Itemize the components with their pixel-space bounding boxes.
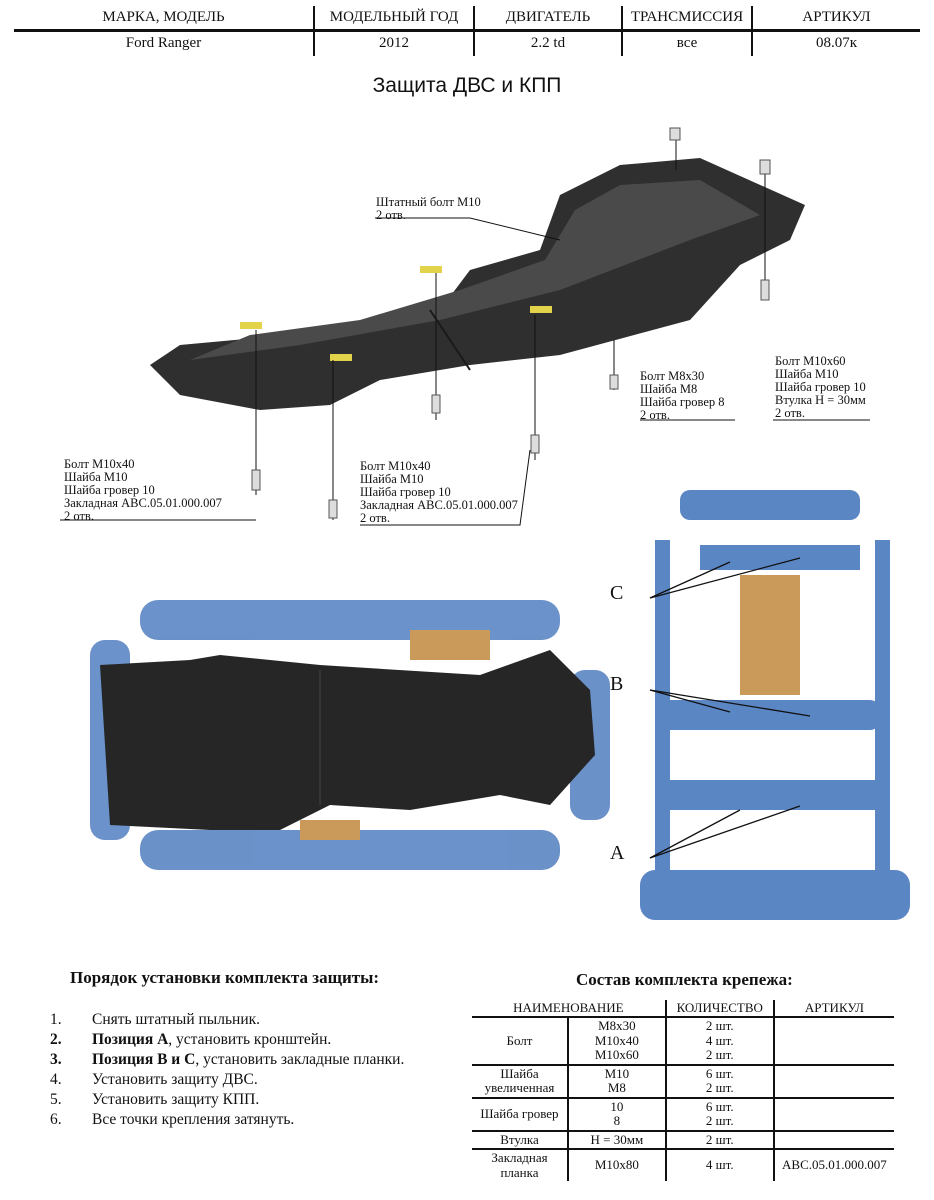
exploded-view-diagram xyxy=(60,127,870,526)
kit-heading: Состав комплекта крепежа: xyxy=(576,970,793,989)
engine-value: 2.2 td xyxy=(473,30,622,56)
step: 5.Установить защиту КПП. xyxy=(50,1091,260,1108)
step: 3.Позиция В и С, установить закладные пл… xyxy=(50,1051,405,1068)
vehicle-info-table: МАРКА, МОДЕЛЬ МОДЕЛЬНЫЙ ГОД ДВИГАТЕЛЬ ТР… xyxy=(14,6,920,56)
page-title: Защита ДВС и КПП xyxy=(372,74,562,97)
col-article: АРТИКУЛ xyxy=(751,6,920,32)
frame xyxy=(640,490,910,920)
transmission-value: все xyxy=(621,30,752,56)
installed-bottom-view xyxy=(90,600,610,870)
skid-plate-installed xyxy=(100,650,595,830)
position-c-label: C xyxy=(610,582,624,604)
position-arrows xyxy=(649,557,811,859)
engine-block xyxy=(740,575,800,695)
article-value: 08.07к xyxy=(751,30,920,56)
col-model: МАРКА, МОДЕЛЬ xyxy=(14,6,314,32)
position-b-label: B xyxy=(610,673,624,695)
leader-lines xyxy=(60,135,870,526)
position-a-label: A xyxy=(610,842,625,864)
chassis-top-view xyxy=(640,490,910,920)
col-transmission: ТРАНСМИССИЯ xyxy=(621,6,752,32)
step: 2.Позиция А, установить кронштейн. xyxy=(50,1031,332,1048)
col-article: АРТИКУЛ xyxy=(772,1000,894,1018)
bolts xyxy=(251,127,771,519)
col-year: МОДЕЛЬНЫЙ ГОД xyxy=(313,6,474,32)
col-qty: КОЛИЧЕСТВО xyxy=(664,1000,774,1018)
install-steps: 1.Снять штатный пыльник. 2.Позиция А, ус… xyxy=(50,1010,404,1130)
step: 6.Все точки крепления затянуть. xyxy=(50,1111,295,1128)
col-engine: ДВИГАТЕЛЬ xyxy=(473,6,622,32)
model-value: Ford Ranger xyxy=(125,35,202,52)
col-name: НАИМЕНОВАНИЕ xyxy=(472,1000,666,1018)
engine-parts xyxy=(300,630,490,840)
year-value: 2012 xyxy=(313,30,474,56)
step: 1.Снять штатный пыльник. xyxy=(50,1011,261,1028)
install-order-heading: Порядок установки комплекта защиты: xyxy=(70,968,380,987)
brackets xyxy=(240,266,552,361)
step: 4.Установить защиту ДВС. xyxy=(50,1071,258,1088)
skid-plate xyxy=(150,158,805,410)
